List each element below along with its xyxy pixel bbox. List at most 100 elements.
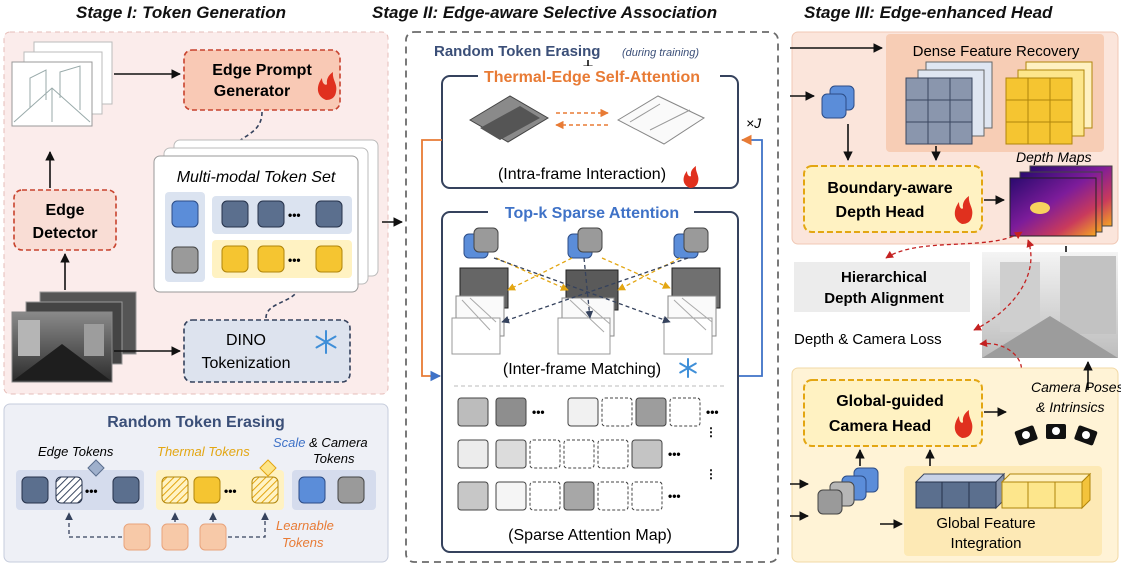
depth-maps-label: Depth Maps xyxy=(1016,149,1091,165)
rte-panel-title: Random Token Erasing xyxy=(107,414,285,431)
dino-line2: Tokenization xyxy=(202,355,291,372)
camera-word: & Camera xyxy=(306,435,368,450)
stage1-title: Stage I: Token Generation xyxy=(76,3,286,22)
boundary-head-line1: Boundary-aware xyxy=(827,180,952,197)
tesa-title-bg xyxy=(478,66,720,86)
edge-prompt-generator-box xyxy=(183,49,341,111)
camera-icon xyxy=(1046,424,1066,439)
edge-patch-image xyxy=(616,95,706,145)
thermal-patch-image xyxy=(469,95,549,143)
camera-poses-line1: Camera Poses xyxy=(1031,379,1121,395)
dino-tokenization-box xyxy=(183,319,351,383)
scale-word: Scale xyxy=(273,435,306,450)
learnable-token xyxy=(199,523,227,551)
loop-label: ×J xyxy=(746,115,762,131)
camera-icon xyxy=(1074,425,1098,446)
match-arrow xyxy=(507,257,573,291)
erased-thermal-token xyxy=(251,476,279,504)
learnable-label-line2: Tokens xyxy=(282,535,324,550)
dense-feature-grid-yellow xyxy=(1005,61,1093,145)
frame-token-pair xyxy=(463,227,499,259)
snowflake-icon xyxy=(315,330,337,354)
frame-stack xyxy=(663,267,721,355)
dino-line1: DINO xyxy=(226,332,266,349)
stage2-title: Stage II: Edge-aware Selective Associati… xyxy=(372,3,717,22)
thermal-token xyxy=(257,245,285,273)
edge-detector-line2: Detector xyxy=(33,225,98,242)
depth-map-stack xyxy=(1009,165,1113,237)
scale-token xyxy=(298,476,326,504)
loop-right-line xyxy=(738,134,763,377)
hier-align-line2: Depth Alignment xyxy=(824,290,943,307)
erased-thermal-token xyxy=(161,476,189,504)
match-arrow xyxy=(617,257,681,291)
scale-token-stack xyxy=(821,85,855,119)
tokens-word: Tokens xyxy=(313,451,355,466)
boundary-head-line2: Depth Head xyxy=(836,204,925,221)
learnable-label-line1: Learnable xyxy=(276,518,334,533)
edge-detector-line1: Edge xyxy=(45,202,84,219)
svg-text:•••: ••• xyxy=(668,447,681,461)
match-arrow xyxy=(493,257,671,324)
flame-icon xyxy=(954,196,973,224)
topk-title-bg xyxy=(488,202,694,222)
edge-tokens-label: Edge Tokens xyxy=(38,444,114,459)
svg-text:•••: ••• xyxy=(668,489,681,503)
edge-token xyxy=(257,200,285,228)
match-arrow xyxy=(601,257,671,289)
learnable-arrow xyxy=(228,512,269,538)
camera-token xyxy=(337,476,365,504)
rte-note: (during training) xyxy=(622,47,699,59)
thermal-token xyxy=(193,476,221,504)
topk-title: Top-k Sparse Attention xyxy=(505,205,679,222)
flame-icon xyxy=(317,72,337,100)
learnable-token xyxy=(161,523,189,551)
ellipsis-text: ••• xyxy=(288,208,301,222)
alignment-arrow xyxy=(885,231,1023,259)
prompt-to-tokens-arrow xyxy=(225,111,263,161)
vertical-dots: ⋮ xyxy=(705,425,717,439)
ellipsis-text: ••• xyxy=(85,484,98,498)
thermal-token xyxy=(221,245,249,273)
flame-icon xyxy=(683,166,699,188)
frame-token-pair xyxy=(673,227,709,259)
tesa-title: Thermal-Edge Self-Attention xyxy=(484,69,700,86)
edge-sketch-images xyxy=(11,41,113,127)
hier-align-box xyxy=(794,262,970,312)
global-integration-line1: Global Feature xyxy=(936,515,1035,532)
erased-edge-token xyxy=(55,476,83,504)
camera-poses-line2: & Intrinsics xyxy=(1036,399,1104,415)
edge-detector-box xyxy=(13,189,117,251)
eraser-icon xyxy=(87,459,105,477)
frame-token-pair xyxy=(567,227,603,259)
scale-token xyxy=(171,200,199,228)
flame-icon xyxy=(954,410,973,438)
svg-text:•••: ••• xyxy=(706,405,719,419)
hier-align-line1: Hierarchical xyxy=(841,269,927,286)
token-stack xyxy=(817,467,879,515)
token-set-title: Multi-modal Token Set xyxy=(177,169,336,186)
learnable-arrow xyxy=(65,512,122,538)
stage3-title: Stage III: Edge-enhanced Head xyxy=(804,3,1053,22)
loop-left-line xyxy=(421,139,442,382)
sparse-row: ••• xyxy=(457,481,681,511)
thermal-token xyxy=(315,245,343,273)
svg-text:•••: ••• xyxy=(532,405,545,419)
frame-stack xyxy=(557,269,619,355)
match-arrow xyxy=(583,257,594,319)
boundary-head-box xyxy=(803,165,983,233)
thermal-images xyxy=(11,291,137,383)
sparse-map-label: (Sparse Attention Map) xyxy=(508,527,672,544)
camera-head-line1: Global-guided xyxy=(836,393,944,410)
scene-image xyxy=(982,252,1118,358)
edge-prompt-generator-line2: Generator xyxy=(214,83,290,100)
alignment-arrow xyxy=(973,239,1035,331)
rte-header: Random Token Erasing xyxy=(434,43,600,60)
match-arrow xyxy=(501,257,689,324)
frame-stack xyxy=(451,267,509,355)
edge-prompt-generator-line1: Edge Prompt xyxy=(212,62,312,79)
match-arrow xyxy=(495,257,569,291)
camera-head-box xyxy=(803,379,983,447)
camera-head-line2: Camera Head xyxy=(829,418,931,435)
